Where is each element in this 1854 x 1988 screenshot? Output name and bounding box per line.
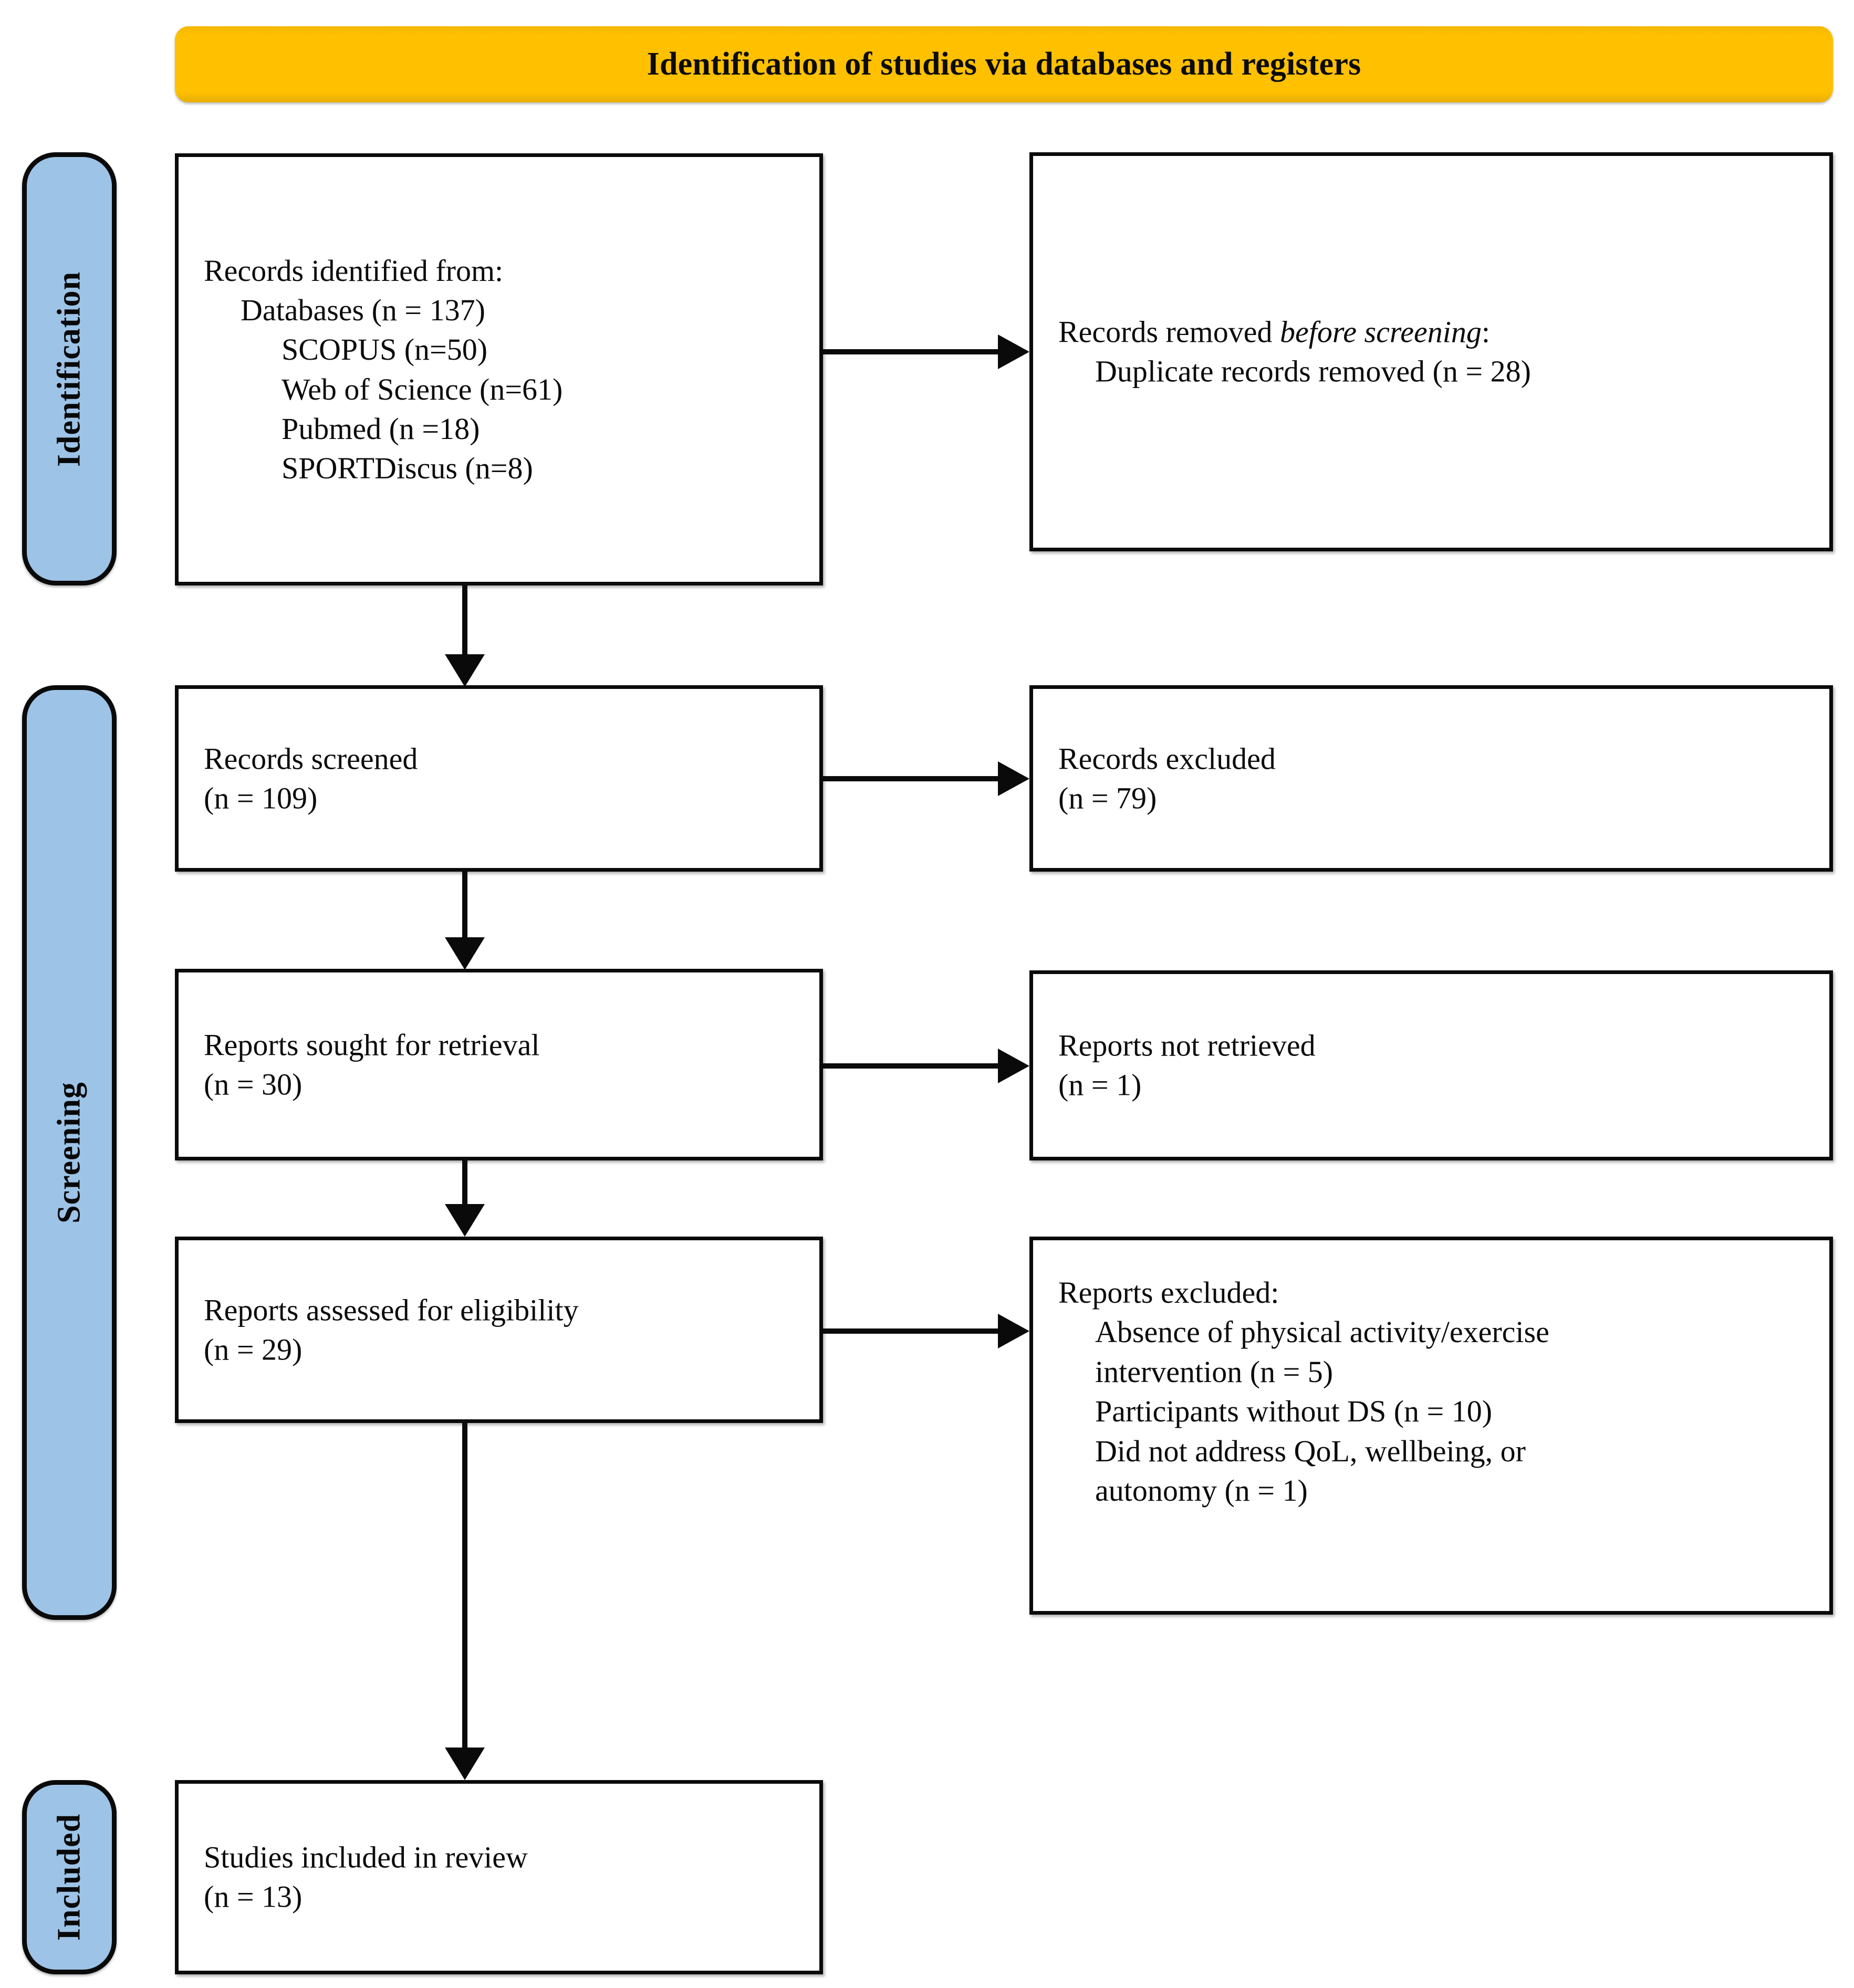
connector-identified-to-screened-line bbox=[462, 584, 467, 655]
stage-label-identification: Identification bbox=[22, 152, 117, 585]
connector-assessed-to-included-arrow bbox=[445, 1748, 485, 1780]
box-reports-excluded-text: Reports excluded: Absence of physical ac… bbox=[1058, 1273, 1814, 1510]
box-reports-sought: Reports sought for retrieval (n = 30) bbox=[175, 969, 823, 1160]
line-reports-assessed-label: Reports assessed for eligibility bbox=[204, 1293, 579, 1327]
line-records-screened-label: Records screened bbox=[204, 741, 418, 776]
connector-sought-to-notretrieved-line bbox=[823, 1063, 999, 1069]
connector-sought-to-notretrieved-arrow bbox=[998, 1049, 1029, 1083]
connector-screened-to-excluded-line bbox=[823, 776, 999, 781]
line-reason-no-qol-1: Did not address QoL, wellbeing, or bbox=[1095, 1434, 1526, 1468]
line-source-pubmed: Pubmed (n =18) bbox=[282, 411, 480, 446]
connector-identified-to-removed-line bbox=[823, 349, 999, 354]
connector-screened-to-sought-arrow bbox=[445, 937, 485, 970]
box-reports-not-retrieved: Reports not retrieved (n = 1) bbox=[1029, 970, 1833, 1160]
line-records-identified-from: Records identified from: bbox=[204, 253, 504, 288]
connector-identified-to-removed-arrow bbox=[998, 334, 1029, 369]
line-reports-not-retrieved-label: Reports not retrieved bbox=[1058, 1028, 1316, 1063]
banner-title: Identification of studies via databases … bbox=[647, 46, 1361, 82]
line-studies-included-count: (n = 13) bbox=[204, 1880, 303, 1914]
line-records-screened-count: (n = 109) bbox=[204, 781, 318, 815]
box-records-removed: Records removed before screening: Duplic… bbox=[1029, 152, 1833, 551]
line-studies-included-label: Studies included in review bbox=[204, 1840, 528, 1875]
box-records-excluded: Records excluded (n = 79) bbox=[1029, 685, 1833, 872]
line-source-web-of-science: Web of Science (n=61) bbox=[282, 372, 563, 406]
line-reports-assessed-count: (n = 29) bbox=[204, 1332, 303, 1367]
stage-label-screening-text: Screening bbox=[51, 1082, 87, 1223]
text-records-removed-suffix: : bbox=[1481, 315, 1490, 349]
banner-identification-header: Identification of studies via databases … bbox=[175, 26, 1833, 102]
connector-assessed-to-included-line bbox=[462, 1420, 467, 1749]
line-databases-total: Databases (n = 137) bbox=[241, 292, 485, 327]
box-records-screened: Records screened (n = 109) bbox=[175, 685, 823, 872]
line-reports-not-retrieved-count: (n = 1) bbox=[1058, 1068, 1142, 1102]
line-reports-sought-label: Reports sought for retrieval bbox=[204, 1028, 540, 1062]
line-reason-no-qol-2: autonomy (n = 1) bbox=[1095, 1473, 1308, 1508]
line-reports-excluded-heading: Reports excluded: bbox=[1058, 1275, 1279, 1310]
box-reports-not-retrieved-text: Reports not retrieved (n = 1) bbox=[1058, 1026, 1814, 1105]
connector-screened-to-excluded-arrow bbox=[998, 761, 1029, 796]
box-records-excluded-text: Records excluded (n = 79) bbox=[1058, 739, 1814, 818]
connector-sought-to-assessed-line bbox=[462, 1158, 467, 1205]
box-records-screened-text: Records screened (n = 109) bbox=[204, 739, 804, 818]
box-reports-assessed-text: Reports assessed for eligibility (n = 29… bbox=[204, 1290, 804, 1369]
box-reports-assessed: Reports assessed for eligibility (n = 29… bbox=[175, 1237, 823, 1423]
box-records-identified-text: Records identified from: Databases (n = … bbox=[204, 250, 804, 488]
stage-label-included-text: Included bbox=[51, 1813, 87, 1941]
box-reports-excluded: Reports excluded: Absence of physical ac… bbox=[1029, 1237, 1833, 1615]
stage-label-screening: Screening bbox=[22, 685, 117, 1620]
connector-identified-to-screened-arrow bbox=[445, 654, 485, 687]
line-source-scopus: SCOPUS (n=50) bbox=[282, 332, 488, 367]
connector-screened-to-sought-line bbox=[462, 869, 467, 938]
line-reports-sought-count: (n = 30) bbox=[204, 1067, 303, 1102]
box-studies-included-text: Studies included in review (n = 13) bbox=[204, 1838, 804, 1917]
line-reason-absence-pa-2: intervention (n = 5) bbox=[1095, 1354, 1334, 1389]
line-records-removed-heading: Records removed before screening: bbox=[1058, 312, 1814, 352]
stage-label-included: Included bbox=[22, 1780, 117, 1974]
line-duplicate-records-removed: Duplicate records removed (n = 28) bbox=[1095, 354, 1531, 389]
box-reports-sought-text: Reports sought for retrieval (n = 30) bbox=[204, 1025, 804, 1104]
line-reason-participants-without-ds: Participants without DS (n = 10) bbox=[1095, 1394, 1493, 1429]
line-records-excluded-label: Records excluded bbox=[1058, 741, 1276, 776]
text-before-screening-italic: before screening bbox=[1279, 315, 1482, 349]
text-records-removed-prefix: Records removed bbox=[1058, 315, 1280, 349]
connector-assessed-to-reportsexcluded-line bbox=[823, 1328, 999, 1334]
stage-label-identification-text: Identification bbox=[51, 271, 87, 467]
box-records-identified: Records identified from: Databases (n = … bbox=[175, 153, 823, 585]
line-reason-absence-pa-1: Absence of physical activity/exercise bbox=[1095, 1315, 1549, 1349]
connector-assessed-to-reportsexcluded-arrow bbox=[998, 1314, 1029, 1348]
box-studies-included: Studies included in review (n = 13) bbox=[175, 1780, 823, 1974]
line-source-sportdiscus: SPORTDiscus (n=8) bbox=[282, 451, 533, 486]
box-records-removed-text: Records removed before screening: Duplic… bbox=[1058, 312, 1814, 392]
connector-sought-to-assessed-arrow bbox=[445, 1204, 485, 1237]
line-records-excluded-count: (n = 79) bbox=[1058, 781, 1157, 815]
